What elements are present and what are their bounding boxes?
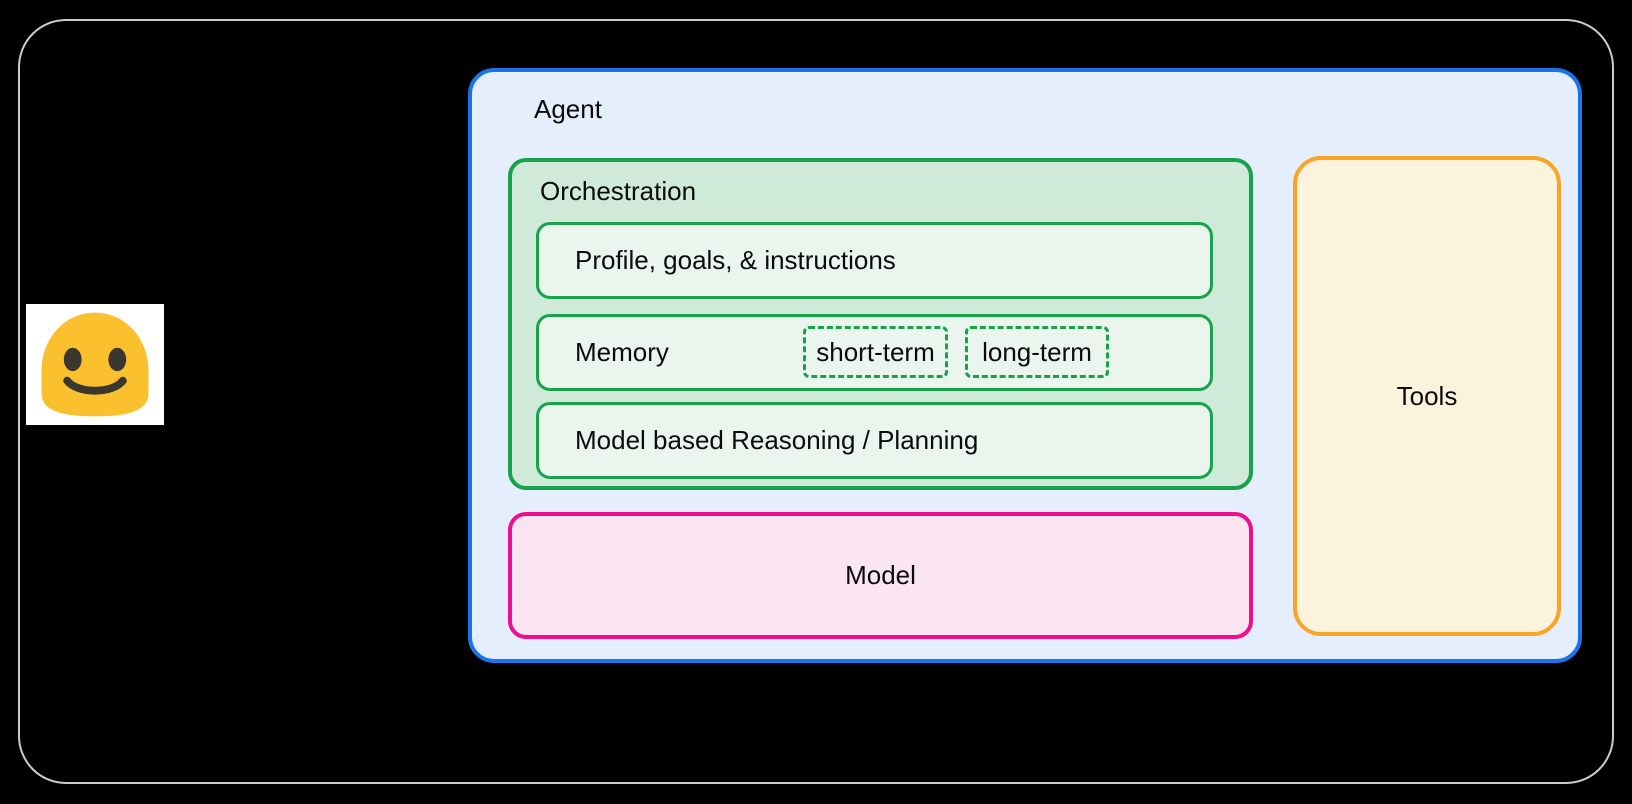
profile-goals-instructions-label: Profile, goals, & instructions — [575, 245, 896, 275]
smiley-blob-icon — [41, 312, 149, 417]
orchestration-box: Orchestration Profile, goals, & instruct… — [508, 158, 1253, 490]
memory-box: Memory short-term long-term — [536, 314, 1213, 391]
memory-label: Memory — [575, 337, 669, 367]
orchestration-label: Orchestration — [540, 176, 697, 206]
profile-goals-instructions-box: Profile, goals, & instructions — [536, 222, 1213, 299]
tools-box: Tools — [1293, 156, 1561, 636]
long-term-label: long-term — [982, 336, 1092, 367]
agent-box: Agent Orchestration Profile, goals, & in… — [468, 68, 1582, 663]
user-emoji-tile — [26, 304, 164, 425]
short-term-label: short-term — [816, 336, 935, 367]
canvas-outline — [18, 19, 1614, 784]
tools-label: Tools — [1396, 380, 1458, 411]
short-term-memory-box: short-term — [803, 326, 948, 378]
model-based-reasoning-planning-label: Model based Reasoning / Planning — [575, 425, 979, 455]
long-term-memory-box: long-term — [965, 326, 1109, 378]
agent-label: Agent — [534, 94, 602, 124]
model-label: Model — [845, 560, 916, 590]
model-box: Model — [508, 512, 1253, 639]
model-based-reasoning-planning-box: Model based Reasoning / Planning — [536, 402, 1213, 479]
